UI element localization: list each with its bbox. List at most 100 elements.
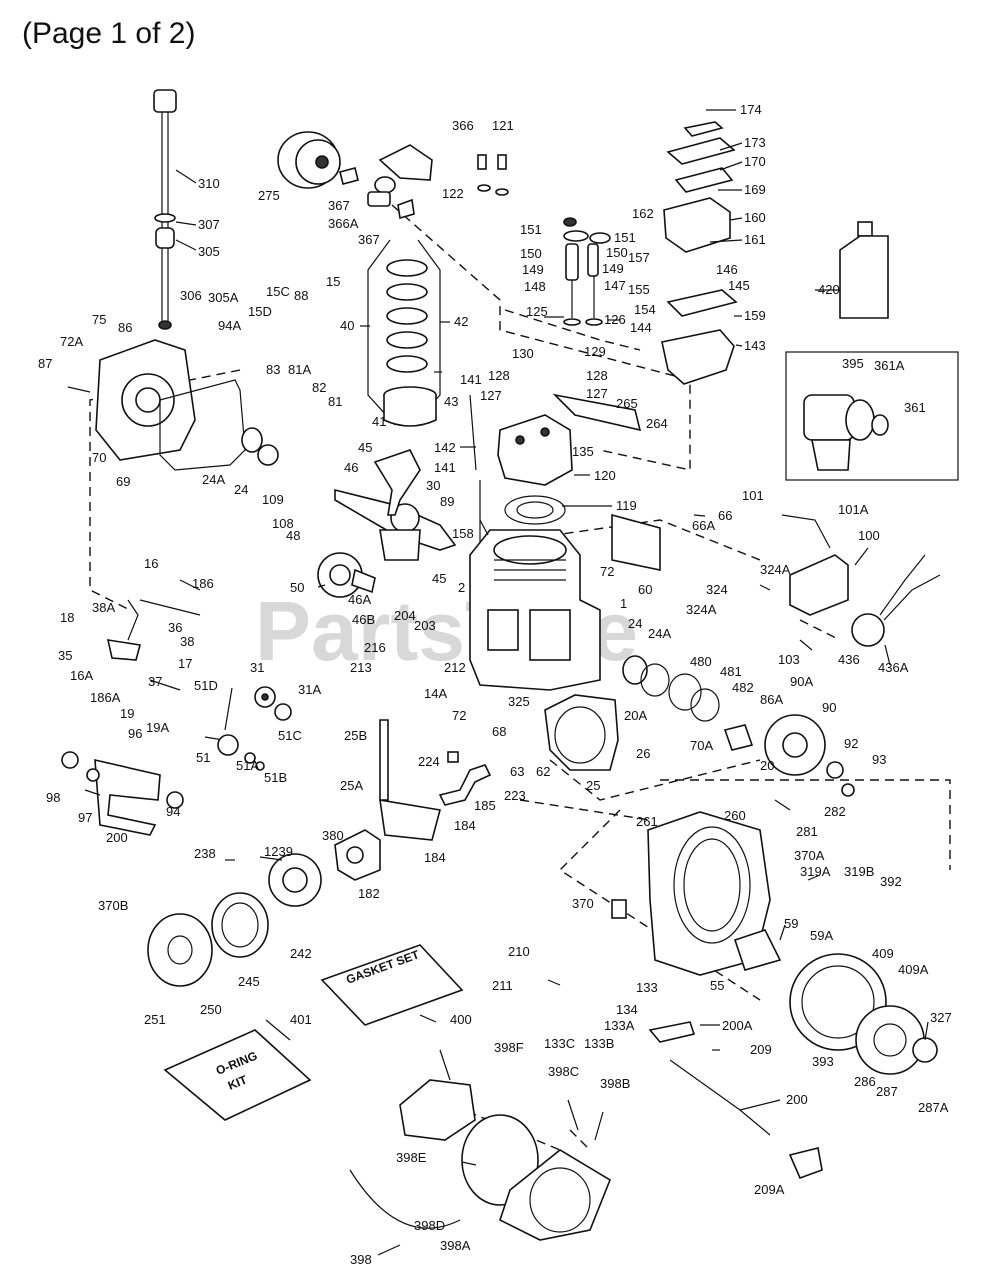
callout-label: 75 [92,312,106,327]
elbow-366 [339,144,433,220]
callout-label: 66 [718,508,732,523]
callout-label: 119 [616,498,637,513]
baffle-25 [544,694,619,771]
callout-label: 82 [312,380,326,395]
callout-label: 98 [46,790,60,805]
callout-label: 24 [628,616,642,631]
cam-gear-50 [317,552,376,598]
callout-label: 200A [722,1018,753,1033]
callout-label: 392 [880,874,902,889]
callout-label: 72 [600,564,614,579]
callout-label: 159 [744,308,766,323]
callout-label: 216 [364,640,386,655]
callout-label: 40 [340,318,354,333]
callout-label: 398C [548,1064,579,1079]
callout-label: 174 [740,102,762,117]
callout-label: 409A [898,962,929,977]
governor-shaft-51 [204,734,265,771]
callout-label: 393 [812,1054,834,1069]
callout-label: 50 [290,580,304,595]
piston-rings-40-42 [367,239,441,426]
callout-label: 400 [450,1012,472,1027]
callout-label: 151 [614,230,636,245]
callout-label: 141 [434,460,456,475]
air-filter-cover-250 [147,913,213,987]
callout-label: 81 [328,394,342,409]
gear-cover-70 [95,339,196,461]
bearings-24 [241,427,279,466]
rewind-starter-398 [349,1079,611,1241]
crankshaft-30 [334,488,457,561]
gasket-set-400: GASKET SET [320,944,464,1026]
callout-label: 224 [418,754,440,769]
starter-pulley-286 [855,1005,938,1075]
callout-label: 209A [754,1182,785,1197]
air-cleaner-cover-275 [277,131,341,189]
dipstick-tube-assembly [153,89,177,330]
callout-label: 147 [604,278,626,293]
callout-label: 133A [604,1018,635,1033]
callout-label: 149 [522,262,544,277]
callout-label: 173 [744,135,766,150]
callout-label: 70A [690,738,713,753]
callout-label: 128 [488,368,510,383]
callout-label: 370A [794,848,825,863]
callout-label: 143 [744,338,766,353]
callout-label: 1239 [264,844,293,859]
callout-label: 20 [760,758,774,773]
callout-label: 46A [348,592,371,607]
callout-label: 19 [120,706,134,721]
air-filter-housing-242 [268,853,322,907]
callout-label: 161 [744,232,766,247]
callout-label: 186A [90,690,121,705]
callout-label: 51 [196,750,210,765]
callout-label: 319A [800,864,831,879]
callout-label: 87 [38,356,52,371]
callout-label: 250 [200,1002,222,1017]
callout-label: 31A [298,682,321,697]
callout-label: 287 [876,1084,898,1099]
callout-label: 25A [340,778,363,793]
callout-label: 185 [474,798,496,813]
callout-label: 287A [918,1100,949,1115]
head-gasket-119 [504,495,566,525]
callout-label: 66A [692,518,715,533]
callout-label: 129 [584,344,606,359]
callout-label: 158 [452,526,474,541]
callout-label: 203 [414,618,436,633]
callout-label: 150 [606,245,628,260]
callout-label: 15 [326,274,340,289]
callout-label: 51D [194,678,218,693]
callout-label: 70 [92,450,106,465]
callout-label: 45 [358,440,372,455]
callout-label: 51B [264,770,287,785]
callout-label: 97 [78,810,92,825]
callout-label: 210 [508,944,530,959]
callout-label: 212 [444,660,466,675]
callout-label: 275 [258,188,280,203]
callout-label: 420 [818,282,840,297]
callout-label: 401 [290,1012,312,1027]
callout-label: 398D [414,1218,445,1233]
callout-label: 436A [878,660,909,675]
cylinder-block-1 [469,529,601,691]
callout-label: 482 [732,680,754,695]
callout-label: 25 [586,778,600,793]
callout-label: 150 [520,246,542,261]
callout-label: 238 [194,846,216,861]
callout-label: 59 [784,916,798,931]
callout-label: 133 [636,980,658,995]
callout-label: 45 [432,571,446,586]
callout-label: 184 [454,818,476,833]
callout-label: 83 [266,362,280,377]
callout-label: 88 [294,288,308,303]
callout-label: 92 [844,736,858,751]
callout-label: 211 [492,978,513,993]
page-title: (Page 1 of 2) [22,17,196,50]
callout-label: 15D [248,304,272,319]
callout-label: 20A [624,708,647,723]
callout-label: 96 [128,726,142,741]
part-callout-labels: 174 173 170 169 160 162 161 157 146 145 … [38,102,952,1267]
callout-label: 31 [250,660,264,675]
callout-label: 142 [434,440,456,455]
